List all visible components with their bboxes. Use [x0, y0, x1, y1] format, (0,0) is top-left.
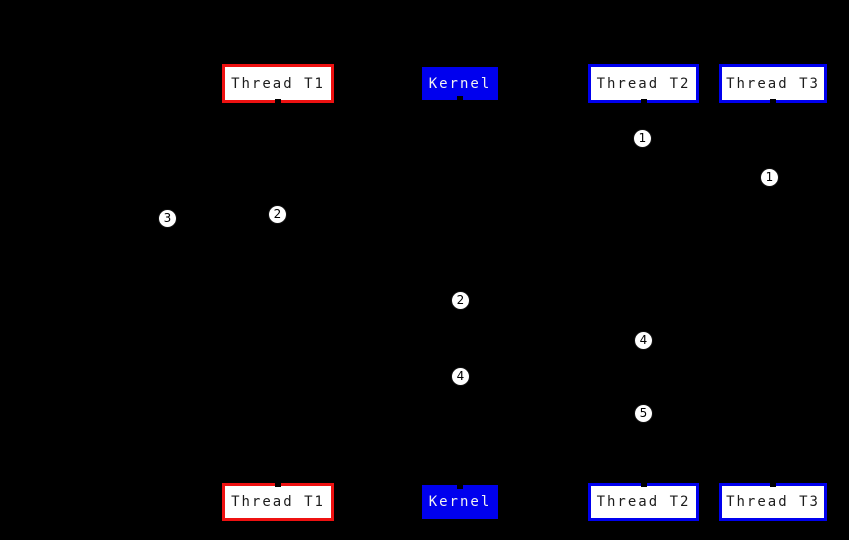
thread-t1-box-bottom: Thread T1 [222, 483, 334, 521]
step-marker-1: 1 [760, 168, 779, 187]
step-marker-4: 4 [451, 367, 470, 386]
step-marker-3: 3 [158, 209, 177, 228]
kernel-box-top: Kernel [422, 67, 498, 100]
thread-t2-box-top: Thread T2 [588, 64, 699, 103]
step-marker-2: 2 [268, 205, 287, 224]
thread-t3-box-bottom: Thread T3 [719, 483, 827, 521]
step-marker-4: 4 [634, 331, 653, 350]
step-marker-5: 5 [634, 404, 653, 423]
kernel-box-bottom: Kernel [422, 485, 498, 519]
step-marker-1: 1 [633, 129, 652, 148]
step-marker-2: 2 [451, 291, 470, 310]
thread-t3-box-top: Thread T3 [719, 64, 827, 103]
thread-t2-box-bottom: Thread T2 [588, 483, 699, 521]
thread-t1-box-top: Thread T1 [222, 64, 334, 103]
